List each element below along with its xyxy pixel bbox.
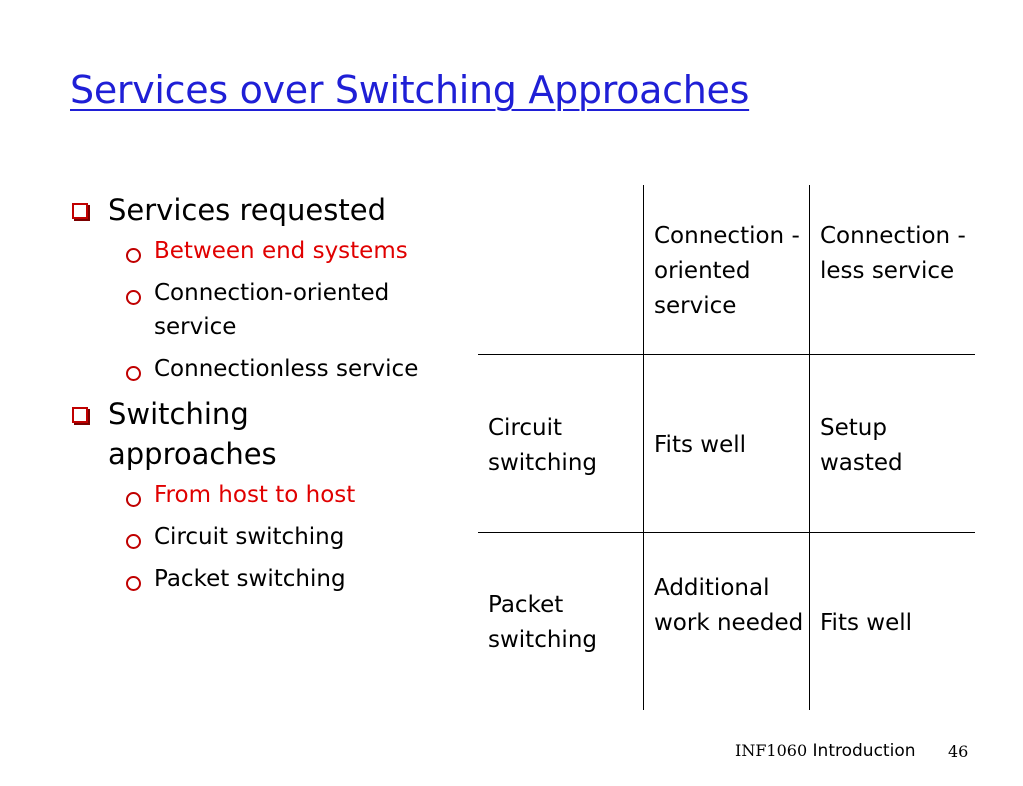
table-row-label: Packet switching bbox=[488, 592, 597, 653]
square-bullet-icon bbox=[72, 407, 88, 423]
slide-footer: INF1060 Introduction bbox=[735, 741, 916, 761]
table-cell: Setup wasted bbox=[820, 415, 903, 476]
footer-course: INF1060 bbox=[735, 741, 808, 760]
table-cell: Additional work needed bbox=[654, 575, 804, 636]
bullet-text: Switching approaches bbox=[108, 397, 277, 471]
sub-bullet-item: Connection-oriented service bbox=[70, 276, 444, 344]
circle-bullet-icon bbox=[126, 248, 141, 263]
sub-bullet-item: From host to host bbox=[70, 478, 460, 512]
table-header-cell: Connection -less service bbox=[820, 223, 966, 284]
footer-topic: Introduction bbox=[812, 741, 916, 761]
circle-bullet-icon bbox=[126, 576, 141, 591]
sub-bullet-text: From host to host bbox=[154, 482, 356, 508]
square-bullet-icon bbox=[72, 203, 88, 219]
table-divider bbox=[478, 532, 975, 533]
table-cell: Fits well bbox=[654, 432, 746, 458]
table-cell: Fits well bbox=[820, 610, 912, 636]
sub-bullet-text: Connection-oriented service bbox=[154, 280, 390, 340]
bullet-switching-approaches: Switching approaches bbox=[70, 394, 338, 474]
sub-bullet-text: Circuit switching bbox=[154, 524, 345, 550]
sub-bullet-item: Packet switching bbox=[70, 562, 460, 596]
circle-bullet-icon bbox=[126, 366, 141, 381]
table-divider bbox=[643, 185, 644, 710]
sub-bullet-item: Between end systems bbox=[70, 234, 460, 268]
sub-bullet-item: Connectionless service bbox=[70, 352, 444, 386]
sub-bullet-text: Between end systems bbox=[154, 238, 408, 264]
circle-bullet-icon bbox=[126, 534, 141, 549]
bullet-services-requested: Services requested bbox=[70, 190, 460, 230]
page-number: 46 bbox=[948, 742, 969, 761]
sub-bullet-text: Connectionless service bbox=[154, 356, 419, 382]
comparison-table: Connection -oriented service Connection … bbox=[478, 185, 975, 710]
circle-bullet-icon bbox=[126, 290, 141, 305]
table-header-cell: Connection -oriented service bbox=[654, 223, 800, 319]
slide-title: Services over Switching Approaches bbox=[70, 68, 750, 112]
sub-bullet-list: Between end systems Connection-oriented … bbox=[70, 234, 460, 386]
sub-bullet-item: Circuit switching bbox=[70, 520, 460, 554]
bullet-text: Services requested bbox=[108, 193, 386, 227]
sub-bullet-list: From host to host Circuit switching Pack… bbox=[70, 478, 460, 596]
table-divider bbox=[478, 354, 975, 355]
sub-bullet-text: Packet switching bbox=[154, 566, 346, 592]
circle-bullet-icon bbox=[126, 492, 141, 507]
table-row-label: Circuit switching bbox=[488, 415, 597, 476]
bullet-list: Services requested Between end systems C… bbox=[70, 190, 460, 604]
table-divider bbox=[809, 185, 810, 710]
